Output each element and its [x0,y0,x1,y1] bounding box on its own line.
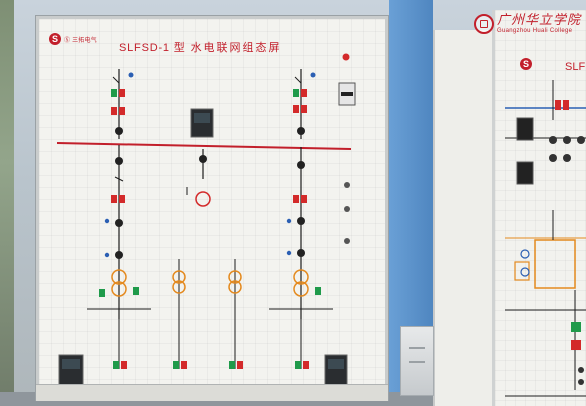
selector-switch [344,238,350,244]
board-title-suffix: 型 [173,41,187,54]
main-training-board: S Ⓢ 三拓电气 SLFSD-1 型 水电联网组态屏 [36,16,388,400]
board-bottom-rail [36,384,388,401]
main-bus-bar [56,142,352,150]
second-board-logo: S [520,58,532,70]
generator-branch [186,149,211,207]
selector-switch [344,206,350,212]
window-greenery [0,0,14,406]
brand-logo-text: Ⓢ 三拓电气 [64,37,97,44]
brand-logo-icon: S [520,58,532,70]
feeder-right [293,69,316,139]
watermark-name-cn: 广州华立学院 [497,13,582,28]
second-training-board: S SLFH [492,10,586,406]
board-logo: S Ⓢ 三拓电气 [49,33,97,45]
transformer-2 [172,259,186,319]
transformer-3 [228,259,242,319]
single-line-diagram [56,53,369,392]
selector-switch [344,182,350,188]
board-title-name: 水电联网组态屏 [190,41,282,54]
second-board-title: SLFH [565,61,586,73]
brand-logo-icon: S [49,33,61,45]
board-title-model: SLFSD-1 [119,42,170,54]
metal-stand [400,326,434,396]
side-board-edge [433,30,495,406]
feeder-right-lower [269,147,333,319]
feeder-left-lower [87,145,151,319]
indicator-lamp [342,53,350,61]
second-board-diagram [505,80,586,397]
college-watermark: 广州华立学院 Guangzhou Huali College [474,14,581,34]
board-title: SLFSD-1 型 水电联网组态屏 [119,39,282,55]
feeder-left [111,69,134,139]
watermark-name-en: Guangzhou Huali College [497,28,573,34]
college-seal-icon [474,14,494,34]
